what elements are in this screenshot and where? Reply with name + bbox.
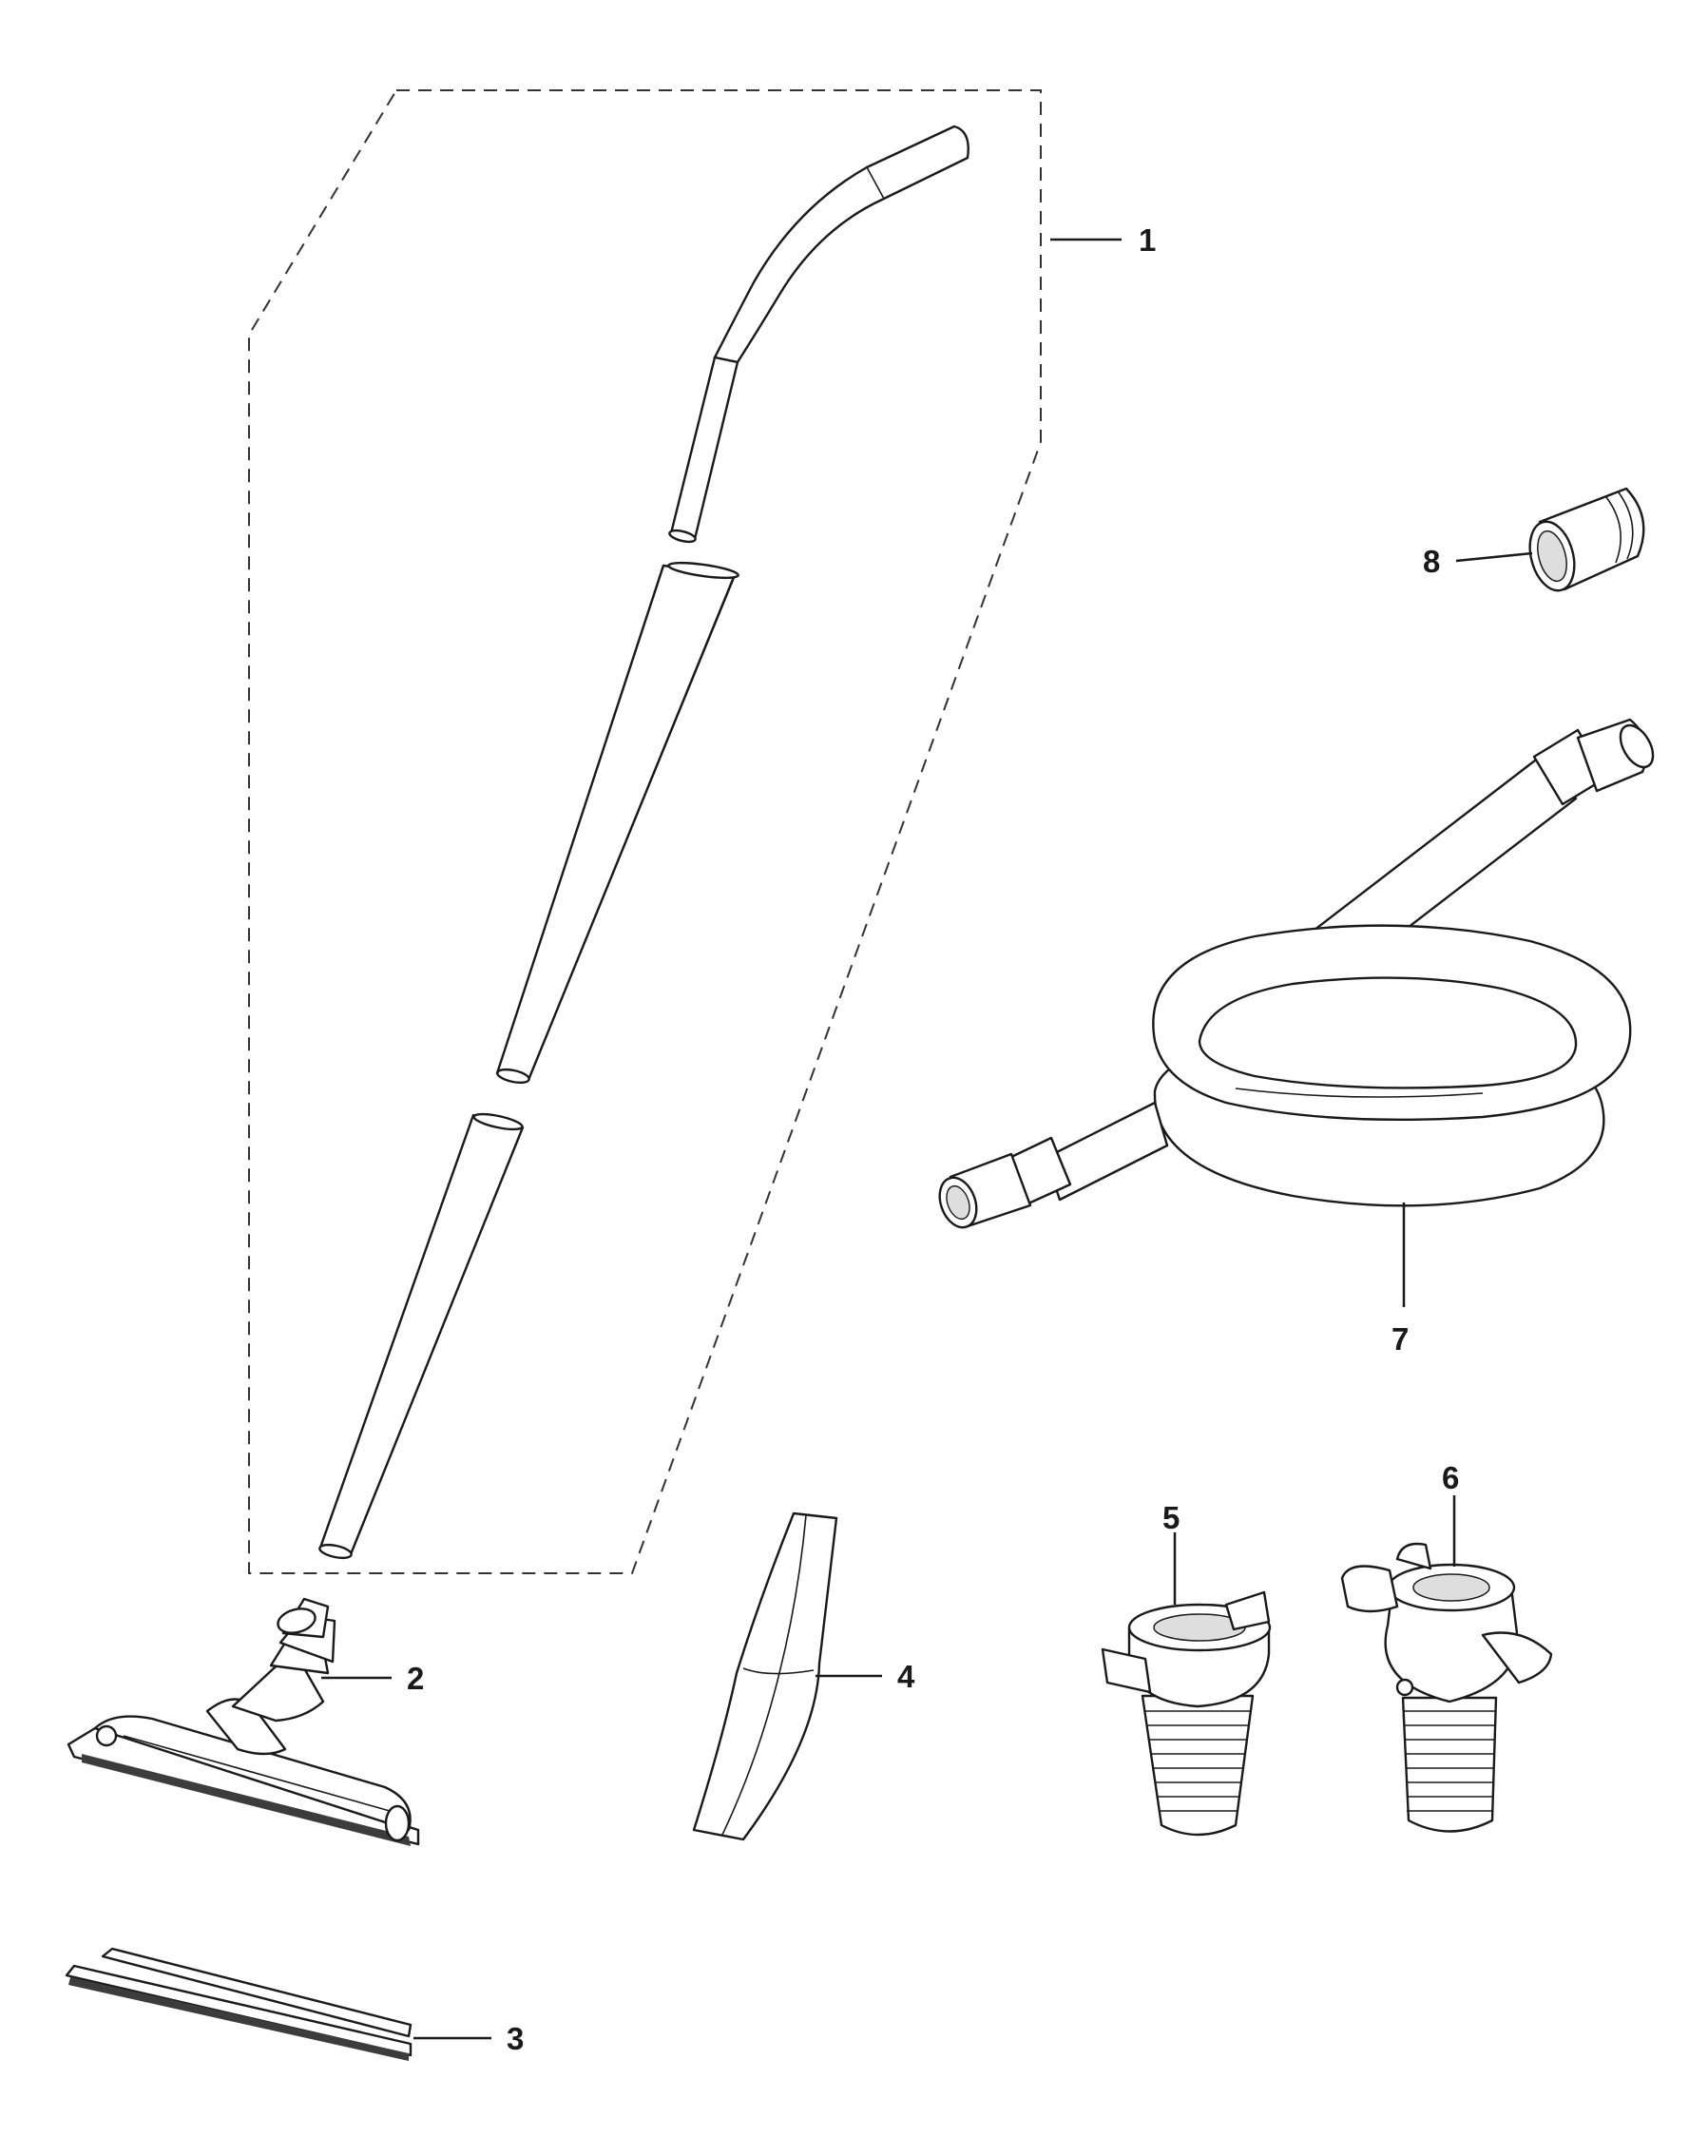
callout-7: 7: [1391, 1321, 1409, 1357]
callout-5: 5: [1162, 1500, 1180, 1535]
leader-8: [1455, 551, 1533, 563]
callout-8: 8: [1423, 544, 1440, 579]
straight-tube-lower: [318, 1112, 525, 1560]
callout-2: 2: [407, 1661, 424, 1696]
part-2-floor-nozzle: 2: [67, 1597, 424, 1846]
bent-tube: [668, 125, 969, 544]
callout-3: 3: [507, 2021, 524, 2056]
part-6-claw-coupling: 6: [1340, 1460, 1553, 1833]
part-7-hose: 7: [938, 718, 1655, 1357]
part-8-adapter: 8: [1423, 487, 1645, 592]
part-4-crevice-tool: 4: [692, 1511, 915, 1841]
part-5-coupling: 5: [1101, 1500, 1272, 1837]
part-1-wand-set: 1: [248, 89, 1156, 1574]
straight-tube-middle: [495, 561, 739, 1085]
callout-1: 1: [1139, 222, 1156, 258]
part-3-strips: 3: [65, 1947, 524, 2061]
callout-4: 4: [897, 1659, 915, 1694]
callout-6: 6: [1442, 1460, 1459, 1495]
group-outline-dashed: [248, 89, 1042, 1574]
